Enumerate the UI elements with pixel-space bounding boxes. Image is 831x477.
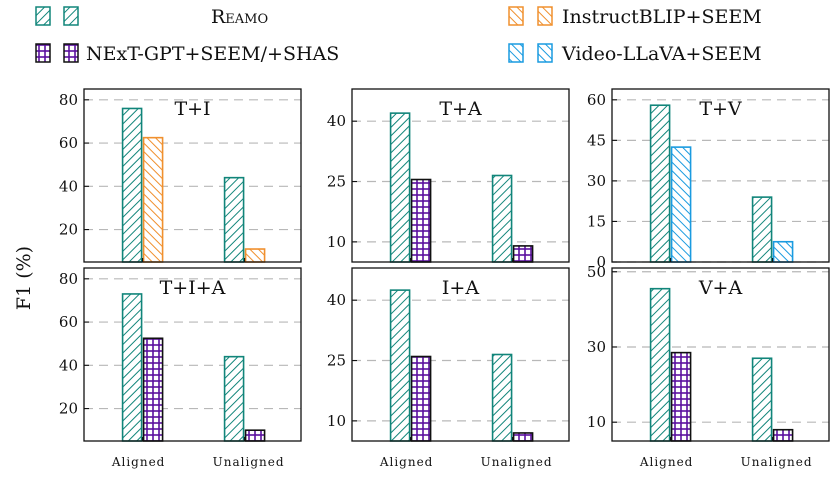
panel-t-i-a: 20 40 60 80 T+I+A Aligned Unaligned	[59, 267, 302, 469]
y-tick-label: 10	[587, 413, 606, 431]
bar-reamo-unaligned	[223, 176, 245, 263]
legend-label-reamo: Reamo	[211, 6, 268, 28]
bar-reamo-aligned	[121, 107, 143, 263]
legend: Reamo InstructBLIP+SEEM NExT-GPT+SEEM/+S…	[35, 6, 762, 65]
legend-swatch-instructblip-2	[537, 6, 553, 26]
panel-frame	[83, 88, 302, 263]
legend-swatch-reamo-2	[63, 6, 79, 26]
y-tick-label: 40	[59, 356, 78, 374]
bar-nextgpt-unaligned	[772, 428, 794, 442]
y-tick-label: 30	[587, 338, 606, 356]
legend-swatch-reamo	[35, 6, 51, 26]
legend-item-instructblip: InstructBLIP+SEEM	[508, 6, 762, 28]
y-tick-label: 30	[587, 172, 606, 190]
bar-reamo-unaligned	[751, 196, 773, 263]
bar-instructblip-aligned	[142, 136, 164, 263]
y-tick-label: 45	[587, 131, 606, 149]
legend-label-nextgpt: NExT-GPT+SEEM/+SHAS	[86, 43, 339, 65]
bar-reamo-aligned	[121, 293, 143, 442]
y-tick-label: 40	[59, 177, 78, 195]
y-tick-label: 20	[59, 221, 78, 239]
panel-title: T+I	[174, 98, 210, 120]
panel-frame	[611, 88, 830, 263]
y-tick-label: 10	[327, 233, 346, 251]
x-category-label: Unaligned	[741, 455, 813, 469]
panel-frame	[351, 88, 570, 263]
bar-reamo-aligned	[389, 289, 411, 442]
panel-title: V+A	[698, 277, 743, 299]
bar-nextgpt-aligned	[410, 355, 432, 442]
y-tick-label: 80	[59, 270, 78, 288]
legend-swatch-videollava	[508, 43, 524, 63]
bar-reamo-unaligned	[491, 174, 513, 263]
x-category-label: Unaligned	[213, 455, 285, 469]
y-tick-label: 25	[327, 173, 346, 191]
bar-nextgpt-aligned	[670, 351, 692, 442]
x-category-label: Aligned	[639, 455, 694, 469]
bar-nextgpt-unaligned	[512, 432, 534, 442]
panel-title: T+I+A	[160, 277, 226, 299]
bar-videollava-unaligned	[772, 240, 794, 263]
bar-nextgpt-unaligned	[512, 245, 534, 263]
y-tick-label: 60	[59, 134, 78, 152]
y-tick-label: 80	[59, 91, 78, 109]
panel-v-a: 10 30 50V+A Aligned Unaligned	[587, 263, 830, 469]
bar-instructblip-unaligned	[244, 248, 266, 263]
x-category-label: Aligned	[111, 455, 166, 469]
bar-reamo-aligned	[389, 112, 411, 263]
bar-reamo-aligned	[649, 104, 671, 263]
panel-title: T+V	[699, 98, 742, 120]
panel-frame	[611, 267, 830, 442]
y-tick-label: 25	[327, 352, 346, 370]
x-category-label: Aligned	[379, 455, 434, 469]
legend-label-instructblip: InstructBLIP+SEEM	[562, 6, 762, 28]
bar-reamo-aligned	[649, 287, 671, 442]
bar-reamo-unaligned	[223, 355, 245, 442]
legend-swatch-nextgpt-2	[63, 43, 79, 63]
panel-t-v: 0 15 30 45 60 T+V	[587, 88, 830, 271]
panel-title: I+A	[442, 277, 479, 299]
bar-videollava-aligned	[670, 146, 692, 263]
legend-label-videollava: Video-LLaVA+SEEM	[561, 43, 762, 65]
bar-nextgpt-aligned	[142, 337, 164, 442]
y-tick-label: 60	[59, 313, 78, 331]
x-category-label: Unaligned	[481, 455, 553, 469]
legend-item-nextgpt: NExT-GPT+SEEM/+SHAS	[35, 43, 339, 65]
y-tick-label: 15	[587, 212, 606, 230]
y-tick-label: 40	[327, 291, 346, 309]
panel-i-a: 10 25 40 I+A Aligned Unaligned	[327, 267, 570, 469]
y-axis-label: F1 (%)	[13, 246, 35, 310]
legend-swatch-videollava-2	[537, 43, 553, 63]
legend-swatch-instructblip	[508, 6, 524, 26]
bar-reamo-unaligned	[491, 353, 513, 442]
legend-item-reamo: Reamo	[35, 6, 268, 28]
panel-t-a: 10 25 40 T+A	[327, 88, 570, 263]
panel-frame	[83, 267, 302, 442]
panel-t-i: 20 40 60 80 T+I	[59, 88, 302, 263]
panel-frame	[351, 267, 570, 442]
legend-item-videollava: Video-LLaVA+SEEM	[508, 43, 762, 65]
y-tick-label: 60	[587, 91, 606, 109]
legend-swatch-nextgpt	[35, 43, 51, 63]
y-tick-label: 40	[327, 112, 346, 130]
panels: 20 40 60 80 T+I 10 25 40 T+A 0 15 30 45 60 T+V 20 40 60 80…	[59, 88, 830, 469]
y-tick-label: 0	[596, 253, 606, 271]
bar-nextgpt-aligned	[410, 178, 432, 263]
bar-reamo-unaligned	[751, 357, 773, 442]
y-tick-label: 50	[587, 263, 606, 281]
y-tick-label: 10	[327, 412, 346, 430]
panel-title: T+A	[439, 98, 482, 120]
y-tick-label: 20	[59, 400, 78, 418]
bar-nextgpt-unaligned	[244, 429, 266, 442]
